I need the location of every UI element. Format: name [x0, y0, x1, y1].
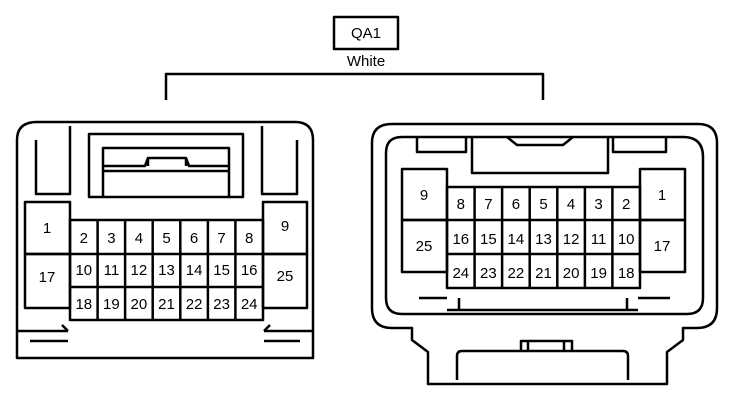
left-pin-grid: [68, 218, 265, 322]
connector-bracket: [164, 72, 545, 100]
left-side-pin: 9: [281, 218, 289, 235]
left-pin-label: 19: [103, 296, 120, 313]
left-pin-label: 5: [162, 230, 170, 247]
right-pin-label: 7: [484, 196, 492, 213]
right-connector-housing: [370, 122, 719, 386]
right-pin-label: 3: [594, 196, 602, 213]
right-pin-label: 10: [618, 231, 635, 248]
left-pin-label: 4: [135, 230, 143, 247]
right-pin-grid: [445, 185, 642, 290]
left-pin-label: 12: [131, 262, 148, 279]
left-side-pin: 17: [39, 269, 56, 286]
left-pin-label: 14: [186, 262, 203, 279]
left-pin-label: 3: [107, 230, 115, 247]
right-pin-label: 12: [563, 231, 580, 248]
connector-color: White: [347, 53, 385, 70]
right-pin-label: 2: [622, 196, 630, 213]
right-pin-label: 11: [591, 231, 607, 248]
right-pin-label: 18: [618, 265, 635, 282]
right-pin-label: 8: [457, 196, 465, 213]
right-side-pin: 1: [658, 187, 666, 204]
left-pin-label: 2: [80, 230, 88, 247]
right-side-pin: 25: [416, 238, 433, 255]
right-pin-label: 22: [508, 265, 525, 282]
left-pin-label: 16: [241, 262, 258, 279]
right-pin-label: 6: [512, 196, 520, 213]
left-pin-label: 24: [241, 296, 258, 313]
left-pin-label: 11: [104, 262, 120, 279]
right-pin-label: 14: [508, 231, 525, 248]
left-side-pin: 25: [277, 268, 294, 285]
left-pin-label: 23: [213, 296, 230, 313]
left-pin-label: 6: [190, 230, 198, 247]
right-side-pin: 17: [654, 238, 671, 255]
left-side-pin: 1: [43, 220, 51, 237]
left-pin-label: 8: [245, 230, 253, 247]
left-pin-label: 18: [75, 296, 92, 313]
right-pin-label: 16: [452, 231, 469, 248]
right-pin-label: 13: [535, 231, 552, 248]
left-pin-label: 15: [213, 262, 230, 279]
right-pin-labels: 8 7 6 5 4 3 2 16 15 14 13 12 11 10 24 23 22 21 20 19 18: [452, 196, 634, 282]
left-pin-label: 22: [186, 296, 203, 313]
left-pin-label: 13: [158, 262, 175, 279]
right-pin-label: 5: [539, 196, 547, 213]
left-connector-housing: [15, 120, 315, 360]
right-pin-label: 21: [535, 265, 552, 282]
right-pin-label: 23: [480, 265, 497, 282]
right-pin-label: 15: [480, 231, 497, 248]
connector-code: QA1: [351, 25, 381, 42]
right-pin-label: 19: [590, 265, 607, 282]
right-pin-label: 20: [563, 265, 580, 282]
left-pin-label: 7: [217, 230, 225, 247]
connector-code-box: [332, 15, 400, 51]
left-pin-label: 20: [131, 296, 148, 313]
right-pin-label: 4: [567, 196, 575, 213]
right-side-pin: 9: [420, 187, 428, 204]
left-pin-label: 21: [158, 296, 175, 313]
left-pin-label: 10: [75, 262, 92, 279]
right-pin-label: 24: [452, 265, 469, 282]
